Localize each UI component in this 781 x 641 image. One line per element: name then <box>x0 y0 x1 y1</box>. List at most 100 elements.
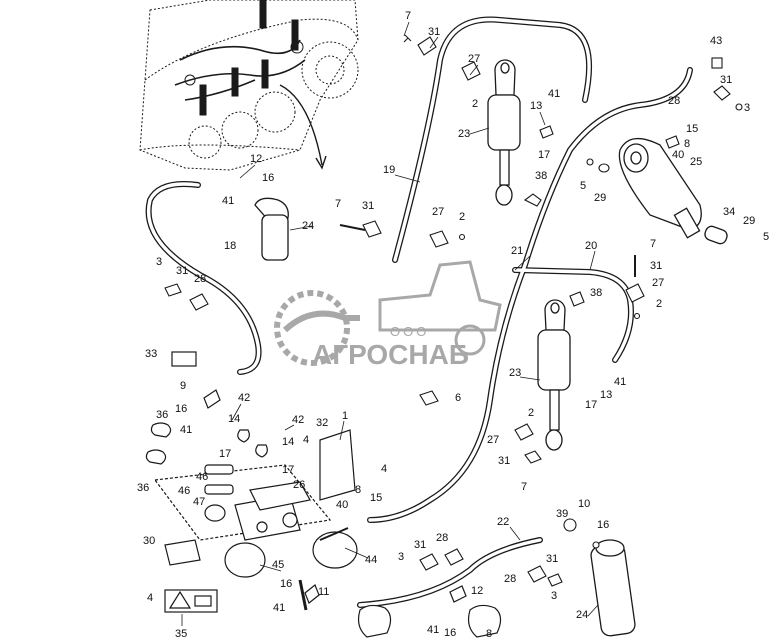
callout-label: 42 <box>238 392 250 404</box>
callout-label: 31 <box>720 74 732 86</box>
callout-label: 25 <box>690 156 702 168</box>
callout-label: 2 <box>459 211 465 223</box>
callout-label: 26 <box>293 479 305 491</box>
callout-label: 11 <box>318 586 329 598</box>
callout-label: 22 <box>497 516 509 528</box>
callout-label: 4 <box>147 592 153 604</box>
callout-label: 6 <box>455 392 461 404</box>
callout-label: 17 <box>219 448 231 460</box>
callout-label: 44 <box>365 554 377 566</box>
callout-label: 30 <box>143 535 155 547</box>
callout-label: 32 <box>316 417 328 429</box>
callout-label: 40 <box>672 149 684 161</box>
hydraulic-cylinders <box>254 59 728 637</box>
callout-label: 3 <box>744 102 750 114</box>
callout-label: 5 <box>580 180 586 192</box>
callout-label: 1 <box>342 410 348 422</box>
cylinder-24-bottom <box>590 539 636 637</box>
callout-label: 15 <box>370 492 382 504</box>
callout-label: 34 <box>723 206 735 218</box>
callout-labels: 7 31 27 2 23 13 41 17 43 31 28 3 15 8 40… <box>137 10 769 640</box>
callout-label: 13 <box>600 389 612 401</box>
callout-label: 27 <box>432 206 444 218</box>
callout-label: 2 <box>528 407 534 419</box>
callout-label: 40 <box>336 499 348 511</box>
callout-label: 41 <box>427 624 439 636</box>
callout-label: 16 <box>175 403 187 415</box>
callout-label: 17 <box>538 149 550 161</box>
watermark-company-name: АГРОСНАБ <box>312 339 469 370</box>
callout-label: 36 <box>137 482 149 494</box>
callout-label: 41 <box>614 376 626 388</box>
callout-label: 28 <box>194 273 206 285</box>
callout-label: 28 <box>504 573 516 585</box>
callout-label: 10 <box>578 498 590 510</box>
callout-label: 31 <box>362 200 374 212</box>
callout-label: 41 <box>222 195 234 207</box>
callout-label: 16 <box>280 578 292 590</box>
callout-label: 46 <box>178 485 190 497</box>
callout-label: 31 <box>414 539 426 551</box>
callout-label: 7 <box>405 10 411 22</box>
callout-label: 28 <box>668 95 680 107</box>
callout-label: 7 <box>335 198 341 210</box>
callout-label: 15 <box>686 123 698 135</box>
callout-label: 38 <box>590 287 602 299</box>
cylinder-23-upper <box>487 59 521 206</box>
callout-label: 43 <box>710 35 722 47</box>
callout-label: 8 <box>355 484 361 496</box>
callout-label: 16 <box>262 172 274 184</box>
callout-label: 31 <box>498 455 510 467</box>
callout-label: 19 <box>383 164 395 176</box>
callout-label: 16 <box>444 627 456 639</box>
callout-label: 28 <box>436 532 448 544</box>
callout-label: 8 <box>684 138 690 150</box>
callout-label: 27 <box>487 434 499 446</box>
callout-label: 8 <box>486 628 492 640</box>
track-undercarriage-illustration <box>139 0 359 171</box>
callout-label: 3 <box>551 590 557 602</box>
callout-label: 7 <box>521 481 527 493</box>
callout-label: 18 <box>224 240 236 252</box>
callout-label: 12 <box>471 585 483 597</box>
callout-label: 3 <box>156 256 162 268</box>
callout-label: 24 <box>302 220 314 232</box>
callout-label: 20 <box>585 240 597 252</box>
callout-label: 38 <box>535 170 547 182</box>
callout-label: 31 <box>546 553 558 565</box>
callout-label: 41 <box>548 88 560 100</box>
hardware-parts <box>164 34 743 587</box>
callout-label: 41 <box>180 424 192 436</box>
callout-label: 23 <box>509 367 521 379</box>
callout-label: 39 <box>556 508 568 520</box>
callout-label: 7 <box>650 238 656 250</box>
callout-label: 35 <box>175 628 187 640</box>
callout-label: 2 <box>656 298 662 310</box>
callout-label: 27 <box>652 277 664 289</box>
callout-label: 14 <box>228 413 240 425</box>
callout-label: 3 <box>398 551 404 563</box>
callout-label: 29 <box>594 192 606 204</box>
callout-label: 31 <box>176 265 188 277</box>
cylinder-25-right <box>618 138 728 245</box>
cylinder-24-left <box>254 197 289 261</box>
callout-label: 2 <box>472 98 478 110</box>
agrosnab-watermark: ООО АГРОСНАБ <box>274 260 502 370</box>
callout-label: 36 <box>156 409 168 421</box>
hydraulic-hoses <box>145 16 693 608</box>
callout-label: 46 <box>196 471 208 483</box>
callout-label: 9 <box>180 380 186 392</box>
callout-label: 42 <box>292 414 304 426</box>
callout-label: 4 <box>303 434 309 446</box>
watermark-prefix: ООО <box>390 324 429 339</box>
callout-label: 4 <box>381 463 387 475</box>
callout-label: 21 <box>511 245 523 257</box>
callout-label: 33 <box>145 348 157 360</box>
callout-label: 17 <box>282 464 294 476</box>
callout-label: 5 <box>763 231 769 243</box>
callout-label: 23 <box>458 128 470 140</box>
callout-label: 45 <box>272 559 284 571</box>
callout-label: 31 <box>650 260 662 272</box>
callout-label: 24 <box>576 609 588 621</box>
